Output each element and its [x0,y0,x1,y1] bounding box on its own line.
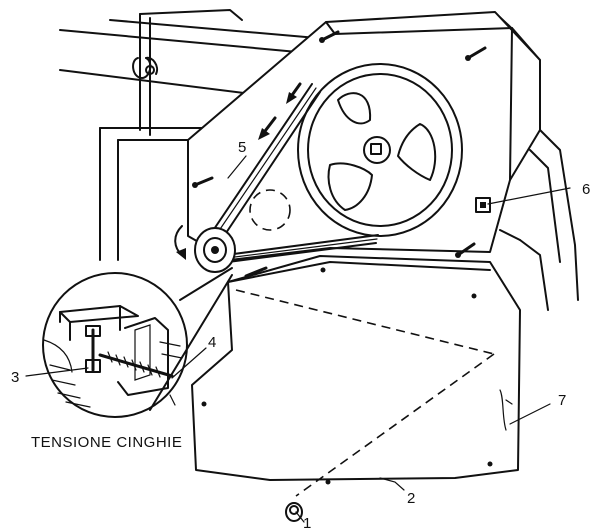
upper-belt-guard [187,11,541,261]
callout-3: 3 [11,369,19,386]
tension-detail-inset [42,267,233,418]
leader-3 [25,367,89,377]
callout-7: 7 [558,392,566,409]
caption-tensione-cinghie: TENSIONE CINGHIE [31,434,182,451]
rotation-arrows [174,82,302,260]
leader-4 [171,347,207,379]
leader-5 [227,155,247,179]
leader-6 [487,187,571,205]
callout-4: 4 [208,334,216,351]
lower-belt-guard [191,255,521,497]
right-frame [499,129,579,311]
knob [285,502,303,522]
v-belts [207,83,379,263]
lever-hook [132,56,158,79]
callout-1: 1 [303,515,311,531]
callout-2: 2 [407,490,415,507]
large-pulley [297,63,463,237]
callout-6: 6 [582,181,590,198]
bracket-slot [475,197,491,213]
leader-7 [509,403,551,425]
motor-pulley [194,189,291,273]
leader-lines [25,155,571,523]
leader-1 [295,511,305,523]
guard-bolts [192,30,487,278]
callout-5: 5 [238,139,246,156]
leader-2 [379,477,405,491]
